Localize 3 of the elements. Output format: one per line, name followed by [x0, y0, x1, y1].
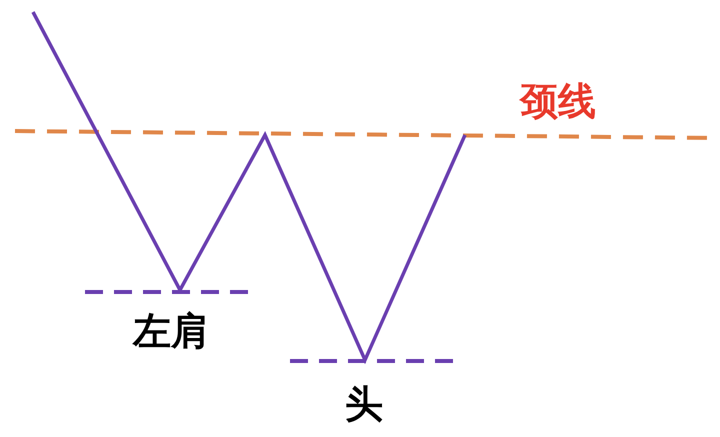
shoulder-label: 左肩: [133, 312, 209, 350]
head-label: 头: [345, 385, 383, 423]
neckline-label: 颈线: [520, 82, 596, 120]
